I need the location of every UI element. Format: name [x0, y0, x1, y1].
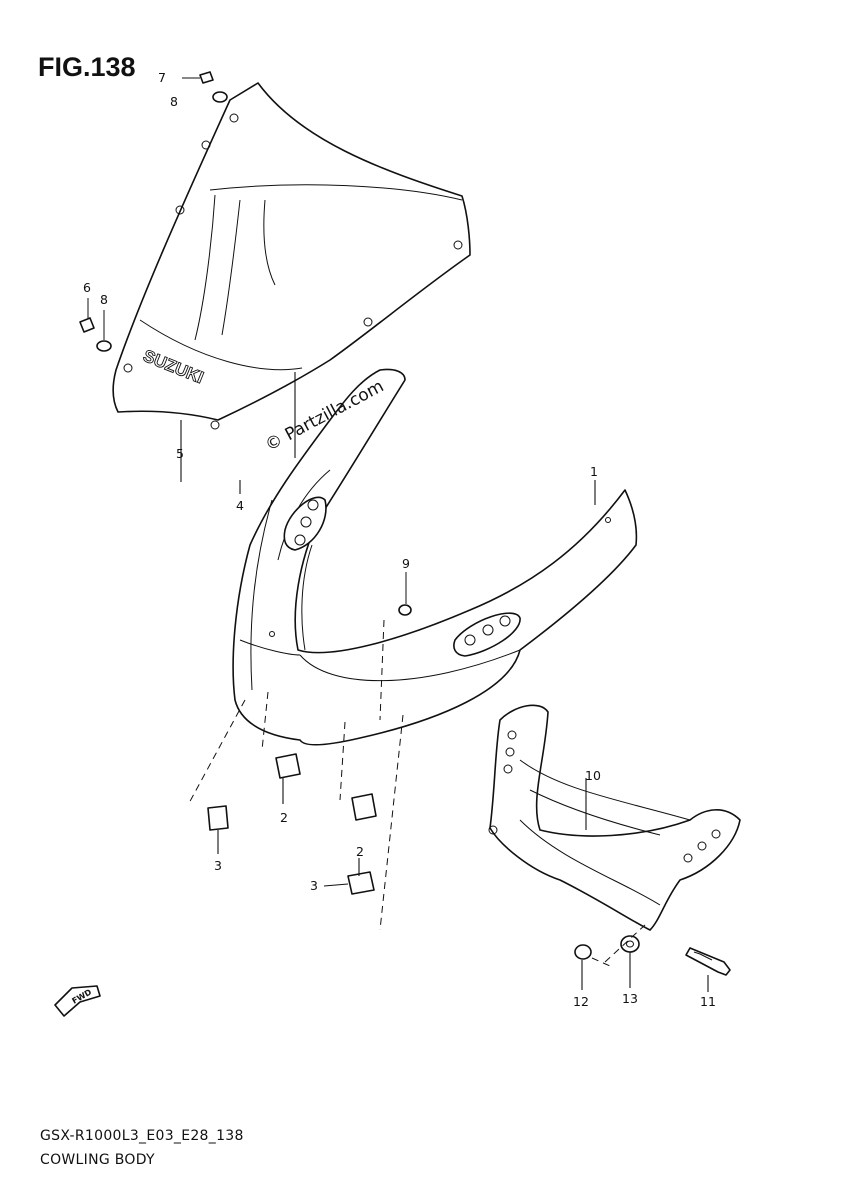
callout-9: 9 — [402, 556, 410, 571]
pad-2-lower — [351, 793, 377, 821]
pad-3-lower — [347, 871, 375, 895]
callout-5: 5 — [176, 446, 184, 461]
screw-7 — [182, 71, 214, 84]
callout-11: 11 — [700, 994, 716, 1009]
figure-title: FIG.138 — [38, 52, 136, 82]
callout-6: 6 — [83, 280, 91, 295]
grommet-12 — [574, 944, 592, 960]
pad-2-upper — [275, 753, 301, 779]
washer-8-top — [212, 91, 228, 103]
callout-8b: 8 — [100, 292, 108, 307]
cowling-body-part — [232, 368, 638, 746]
cowling-bracket-part — [488, 704, 741, 931]
windscreen-part: SUZUKI — [112, 82, 471, 430]
bolt-11 — [685, 947, 731, 976]
callout-3a: 3 — [214, 858, 222, 873]
callout-2b: 2 — [356, 844, 364, 859]
callout-1: 1 — [590, 464, 598, 479]
callout-12: 12 — [573, 994, 589, 1009]
callout-2a: 2 — [280, 810, 288, 825]
washer-8-left — [96, 310, 112, 352]
callout-8a: 8 — [170, 94, 178, 109]
callout-3b: 3 — [310, 878, 318, 893]
screw-6 — [79, 298, 95, 333]
pad-3-left — [207, 805, 229, 831]
diagram-name: COWLING BODY — [40, 1152, 155, 1168]
diagram-code: GSX-R1000L3_E03_E28_138 — [40, 1128, 244, 1144]
callout-7: 7 — [158, 70, 166, 85]
collar-13 — [620, 935, 640, 953]
nut-9 — [398, 572, 412, 616]
callout-13: 13 — [622, 991, 638, 1006]
callout-10: 10 — [585, 768, 601, 783]
fwd-arrow-icon: FWD — [54, 985, 101, 1017]
callout-4: 4 — [236, 498, 244, 513]
